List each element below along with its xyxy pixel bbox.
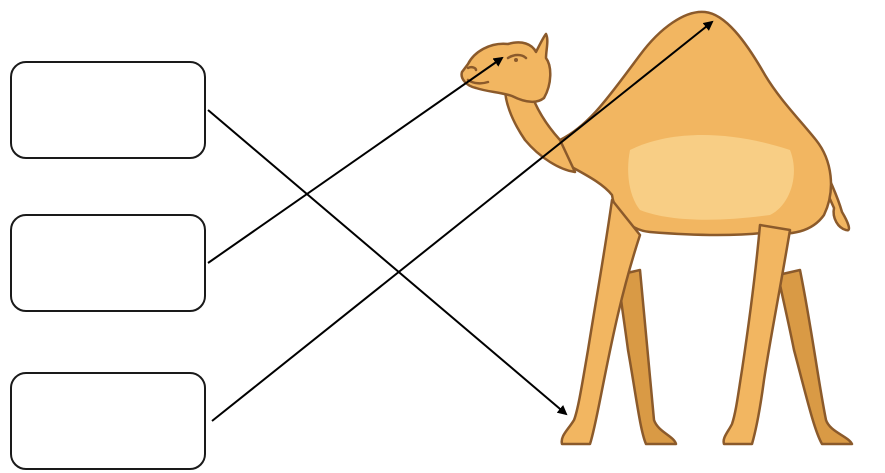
camel-eye-pupil (514, 58, 518, 62)
camel-front-far-leg (618, 270, 676, 444)
arrow-box1-to-leg (208, 110, 566, 414)
camel-back-near-leg (724, 225, 790, 444)
camel-back-far-leg (778, 270, 852, 444)
camel-belly-highlight (628, 135, 794, 220)
camel-illustration-icon (462, 12, 852, 444)
arrow-box2-to-head (208, 58, 502, 263)
